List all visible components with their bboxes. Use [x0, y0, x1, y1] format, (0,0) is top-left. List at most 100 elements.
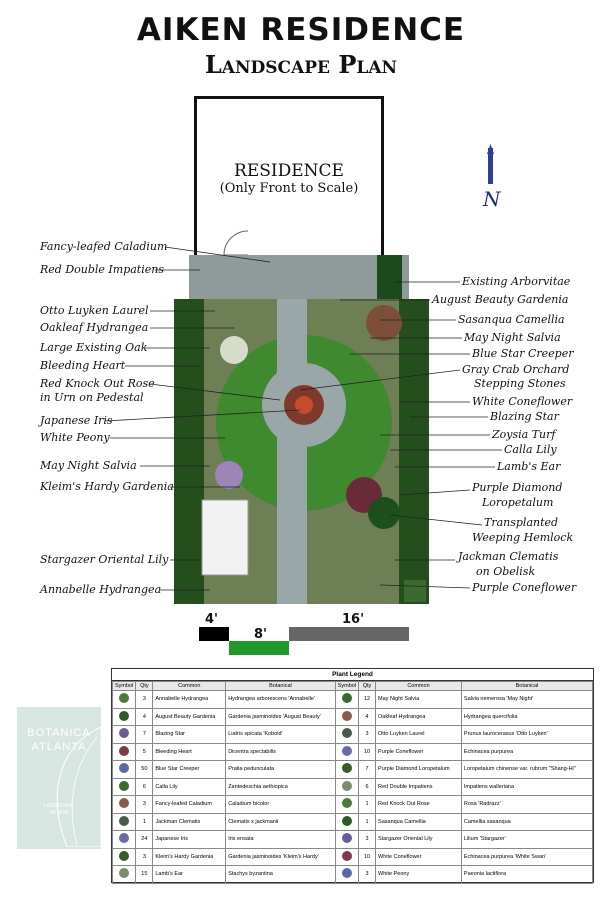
scale-label-4ft: 4' [205, 612, 219, 627]
label-annabelle-hydrangea: Annabelle Hydrangea [40, 583, 162, 596]
label-blue-star-creeper: Blue Star Creeper [472, 347, 574, 360]
legend-botanical-name: Stachys byzantina [225, 865, 336, 884]
plant-symbol-icon [119, 780, 130, 791]
scale-label-8ft: 8' [254, 627, 268, 642]
label-may-night-salvia-right: May Night Salvia [464, 331, 561, 344]
plant-symbol-icon [341, 693, 352, 704]
plant-symbol-icon [341, 798, 352, 809]
legend-common-name: Japanese Iris [152, 830, 227, 849]
oakleaf-hydrangea [220, 336, 248, 364]
legend-common-name: Purple Coneflower [375, 742, 462, 761]
legend-botanical-name: Hydrangea arborescens 'Annabelle' [225, 690, 336, 709]
legend-common-name: White Peony [375, 865, 462, 884]
legend-qty: 24 [135, 830, 154, 849]
plant-symbol-icon [119, 868, 130, 879]
label-gray-crab-orchard: Gray Crab Orchard [462, 363, 570, 376]
legend-qty: 1 [358, 795, 377, 814]
label-otto-luyken-laurel: Otto Luyken Laurel [40, 304, 149, 317]
garden-plan [174, 255, 429, 604]
logo-line4: DESIGN [49, 810, 69, 816]
legend-qty: 7 [358, 760, 377, 779]
label-japanese-iris: Japanese Iris [40, 414, 113, 427]
arbor-trellis [201, 499, 249, 576]
legend-common-name: Oakleaf Hydrangea [375, 707, 462, 726]
legend-botanical-name: Prunus laurocerasus 'Otto Luyken' [460, 725, 594, 744]
label-purple-coneflower: Purple Coneflower [472, 581, 577, 594]
left-hedge [174, 299, 204, 604]
legend-qty: 7 [135, 725, 154, 744]
legend-botanical-name: Iris ensata [225, 830, 336, 849]
legend-common-name: Fancy-leafed Caladium [152, 795, 227, 814]
label-fancy-leafed-caladium: Fancy-leafed Caladium [40, 240, 168, 253]
legend-botanical-name: Clematis x jackmanii [225, 812, 336, 831]
legend-qty: 6 [358, 777, 377, 796]
legend-symbol-icon [334, 847, 360, 866]
residence-note: (Only Front to Scale) [219, 181, 359, 196]
legend-botanical-name: Impatiens walleriana [460, 777, 594, 796]
legend-common-name: Bleeding Heart [152, 742, 227, 761]
legend-botanical-name: Liatris spicata 'Kobold' [225, 725, 336, 744]
logo-line1: BOTANICA [27, 727, 91, 739]
legend-table: Symbol Qty Common Botanical Symbol Qty C… [111, 681, 594, 884]
legend-qty: 12 [358, 690, 377, 709]
plant-symbol-icon [119, 693, 130, 704]
legend-symbol-icon [334, 795, 360, 814]
legend-header: Qty [358, 681, 377, 691]
botanica-atlanta-logo: BOTANICA ATLANTA LANDSCAPE DESIGN [17, 707, 101, 849]
plant-symbol-icon [119, 850, 130, 861]
legend-botanical-name: Rosa 'Radrazz' [460, 795, 594, 814]
scale-label-16ft: 16' [342, 612, 365, 627]
legend-header: Botanical [225, 681, 336, 691]
legend-common-name: Stargazer Oriental Lily [375, 830, 462, 849]
legend-common-name: Kleim's Hardy Gardenia [152, 847, 227, 866]
label-weeping-hemlock: Weeping Hemlock [472, 531, 574, 544]
label-large-existing-oak: Large Existing Oak [40, 341, 148, 354]
label-on-obelisk: on Obelisk [476, 565, 536, 578]
legend-botanical-name: Paeonia lactiflora [460, 865, 594, 884]
purple-coneflower [404, 580, 426, 602]
scale-bar-4ft [199, 627, 229, 641]
label-may-night-salvia: May Night Salvia [40, 459, 137, 472]
legend-common-name: August Beauty Gardenia [152, 707, 227, 726]
legend-symbol-icon [111, 812, 137, 831]
legend-symbol-icon [334, 742, 360, 761]
legend-header-row: Symbol Qty Common Botanical Symbol Qty C… [111, 681, 594, 691]
legend-botanical-name: Hydrangea quercifolia [460, 707, 594, 726]
legend-common-name: Blazing Star [152, 725, 227, 744]
legend-common-name: White Coneflower [375, 847, 462, 866]
plant-symbol-icon [341, 815, 352, 826]
legend-botanical-name: Loropetalum chinense var. rubrum "Shang-… [460, 760, 594, 779]
legend-common-name: Blue Star Creeper [152, 760, 227, 779]
legend-symbol-icon [111, 707, 137, 726]
legend-botanical-name: Echinacea purpurea [460, 742, 594, 761]
plant-symbol-icon [341, 850, 352, 861]
legend-symbol-icon [111, 795, 137, 814]
knock-out-rose [295, 396, 313, 414]
legend-header: Botanical [460, 681, 594, 691]
label-calla-lily: Calla Lily [504, 443, 557, 456]
legend-common-name: Jackman Clematis [152, 812, 227, 831]
legend-qty: 10 [358, 847, 377, 866]
legend-symbol-icon [334, 707, 360, 726]
legend-symbol-icon [111, 830, 137, 849]
legend-symbol-icon [111, 847, 137, 866]
legend-common-name: Otto Luyken Laurel [375, 725, 462, 744]
legend-header: Common [375, 681, 462, 691]
leaf-icon [56, 727, 101, 847]
label-loropetalum: Loropetalum [482, 496, 554, 509]
legend-symbol-icon [334, 830, 360, 849]
north-symbol: N [482, 187, 502, 211]
legend-symbol-icon [111, 742, 137, 761]
legend-common-name: Purple Diamond Loropetalum [375, 760, 462, 779]
legend-symbol-icon [111, 865, 137, 884]
legend-botanical-name: Zantedeschia aethiopica [225, 777, 336, 796]
sasanqua-camellia [366, 305, 402, 341]
legend-symbol-icon [334, 725, 360, 744]
legend-qty: 15 [135, 865, 154, 884]
